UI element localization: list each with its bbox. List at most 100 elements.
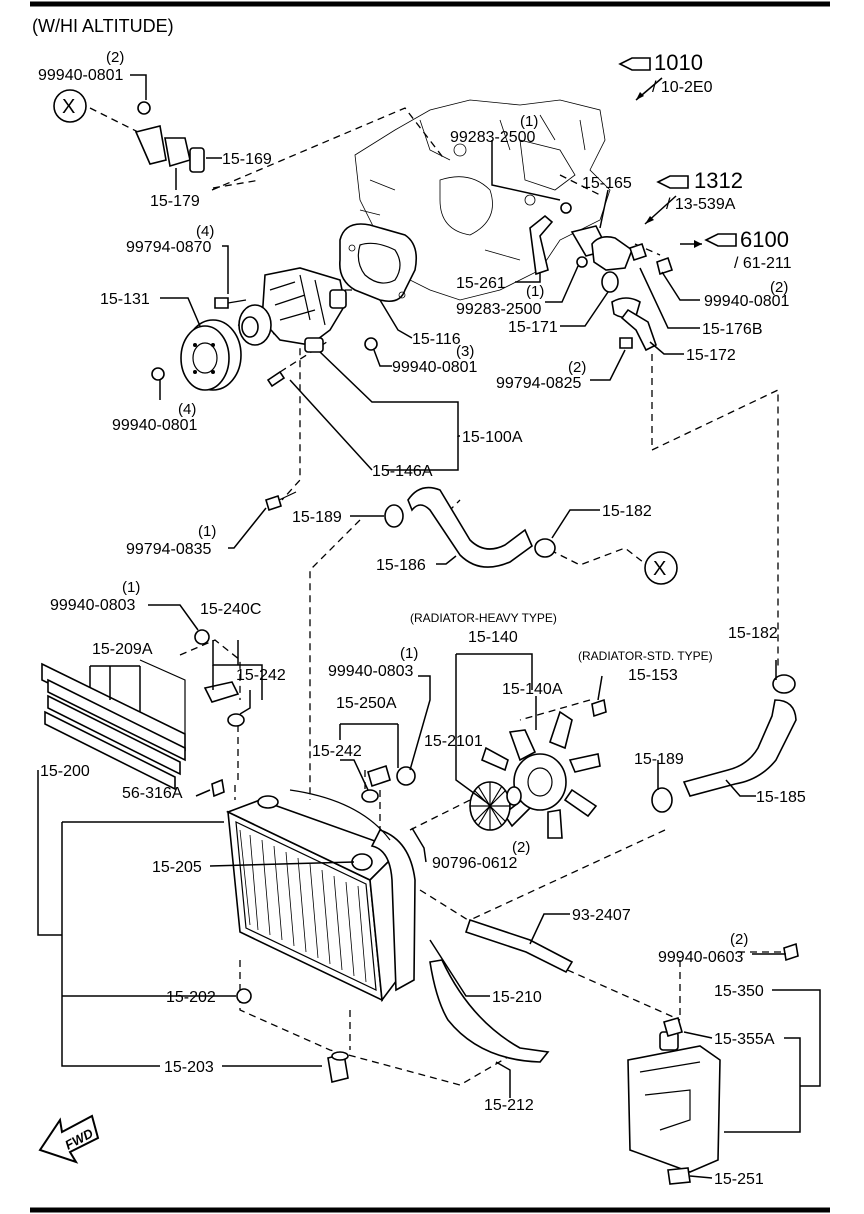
- thermostat-housing: [570, 225, 657, 352]
- label-99940-0801-a-qty: (2): [106, 49, 124, 66]
- svg-text:X: X: [653, 558, 666, 580]
- label-99283-2500-a: 99283-2500: [450, 129, 536, 146]
- ref-1010: 1010 / 10-2E0: [618, 50, 713, 101]
- label-15-189-a: 15-189: [292, 509, 342, 526]
- label-15-140a: 15-140A: [502, 681, 563, 698]
- radiator-shroud-strips: [41, 659, 186, 791]
- label-15-261: 15-261: [456, 275, 506, 292]
- lower-radiator-hose: [651, 674, 797, 813]
- overflow-hose: [464, 918, 574, 974]
- label-15-169: 15-169: [222, 151, 272, 168]
- label-99794-0835-qty: (1): [198, 523, 216, 540]
- label-15-165: 15-165: [582, 175, 632, 192]
- note-std-type: (RADIATOR-STD. TYPE): [578, 649, 713, 663]
- part-labels: (2) 99940-0801 15-169 15-179 (1) 99283-2…: [38, 49, 806, 1188]
- drain-plug: [327, 1051, 349, 1083]
- label-15-250a: 15-250A: [336, 695, 397, 712]
- fasteners-upper: [151, 202, 674, 512]
- label-93-2407: 93-2407: [572, 907, 631, 924]
- label-15-146a: 15-146A: [372, 463, 433, 480]
- label-99940-0803-b-qty: (1): [400, 645, 418, 662]
- label-99940-0801-d: 99940-0801: [112, 417, 198, 434]
- label-15-350: 15-350: [714, 983, 764, 1000]
- label-99940-0801-b: 99940-0801: [704, 293, 790, 310]
- label-15-100a: 15-100A: [462, 429, 523, 446]
- label-15-172: 15-172: [686, 347, 736, 364]
- leader-lines: [37, 74, 821, 1179]
- svg-text:1010: 1010: [654, 50, 703, 75]
- label-15-2101: 15-2101: [424, 733, 483, 750]
- label-15-179: 15-179: [150, 193, 200, 210]
- x-marker-bottom: X: [644, 551, 678, 585]
- label-99283-2500-a-qty: (1): [520, 113, 538, 130]
- fwd-arrow: FWD: [38, 1114, 100, 1164]
- radiator: [225, 789, 416, 1004]
- label-15-171: 15-171: [508, 319, 558, 336]
- label-15-203: 15-203: [164, 1059, 214, 1076]
- label-15-240c: 15-240C: [200, 601, 261, 618]
- label-15-212: 15-212: [484, 1097, 534, 1114]
- label-15-176b: 15-176B: [702, 321, 763, 338]
- svg-text:/ 61-211: / 61-211: [734, 255, 792, 272]
- label-99940-0603-qty: (2): [730, 931, 748, 948]
- label-15-200: 15-200: [40, 763, 90, 780]
- label-90796-0612: 90796-0612: [432, 855, 518, 872]
- label-15-209a: 15-209A: [92, 641, 153, 658]
- svg-text:6100: 6100: [740, 227, 789, 252]
- label-15-242-a: 15-242: [236, 667, 286, 684]
- label-15-153: 15-153: [628, 667, 678, 684]
- label-99940-0803-a: 99940-0803: [50, 597, 136, 614]
- label-99940-0603: 99940-0603: [658, 949, 744, 966]
- fan-shroud-lower: [429, 959, 550, 1063]
- label-15-242-b: 15-242: [312, 743, 362, 760]
- header-title: (W/HI ALTITUDE): [32, 16, 174, 36]
- fan-clutch: [469, 781, 522, 831]
- engine-block: [354, 99, 611, 301]
- label-99794-0870: 99794-0870: [126, 239, 212, 256]
- svg-text:/ 10-2E0: / 10-2E0: [652, 79, 713, 96]
- svg-text:/ 13-539A: / 13-539A: [666, 196, 736, 213]
- label-99940-0803-b: 99940-0803: [328, 663, 414, 680]
- label-99940-0801-a: 99940-0801: [38, 67, 124, 84]
- label-15-116: 15-116: [412, 331, 461, 348]
- label-99794-0825-qty: (2): [568, 359, 586, 376]
- label-15-355a: 15-355A: [714, 1031, 775, 1048]
- label-90796-0612-qty: (2): [512, 839, 530, 856]
- label-99940-0803-a-qty: (1): [122, 579, 140, 596]
- water-pump-gasket: [338, 223, 418, 303]
- label-15-186: 15-186: [376, 557, 426, 574]
- label-15-202: 15-202: [166, 989, 216, 1006]
- bypass-hose: [529, 214, 554, 276]
- label-99283-2500-b: 99283-2500: [456, 301, 542, 318]
- svg-text:1312: 1312: [694, 168, 743, 193]
- label-99940-0801-c-qty: (3): [456, 343, 474, 360]
- water-pump: [238, 267, 347, 353]
- label-99794-0870-qty: (4): [196, 223, 214, 240]
- cooling-fan: [481, 710, 601, 839]
- label-15-210: 15-210: [492, 989, 542, 1006]
- ref-1312: 1312 / 13-539A: [644, 168, 743, 225]
- upper-radiator-hose: [384, 486, 556, 568]
- coolant-reservoir: [627, 942, 799, 1185]
- label-15-251: 15-251: [714, 1171, 764, 1188]
- label-99283-2500-b-qty: (1): [526, 283, 544, 300]
- label-15-205: 15-205: [152, 859, 202, 876]
- label-15-185: 15-185: [756, 789, 806, 806]
- label-15-140: 15-140: [468, 629, 518, 646]
- ref-6100: 6100 / 61-211: [680, 227, 792, 272]
- label-56-316a: 56-316A: [122, 785, 183, 802]
- pump-pulley: [180, 319, 242, 391]
- label-99940-0801-b-qty: (2): [770, 279, 788, 296]
- x-marker-top: X: [53, 89, 87, 123]
- label-99940-0801-d-qty: (4): [178, 401, 196, 418]
- label-15-182-b: 15-182: [728, 625, 778, 642]
- note-heavy-type: (RADIATOR-HEAVY TYPE): [410, 611, 557, 625]
- label-15-131: 15-131: [100, 291, 150, 308]
- label-15-182-a: 15-182: [602, 503, 652, 520]
- svg-text:X: X: [62, 96, 75, 118]
- label-99940-0801-c: 99940-0801: [392, 359, 478, 376]
- label-99794-0835: 99794-0835: [126, 541, 212, 558]
- label-15-189-b: 15-189: [634, 751, 684, 768]
- water-outlet-pipe: [134, 101, 205, 173]
